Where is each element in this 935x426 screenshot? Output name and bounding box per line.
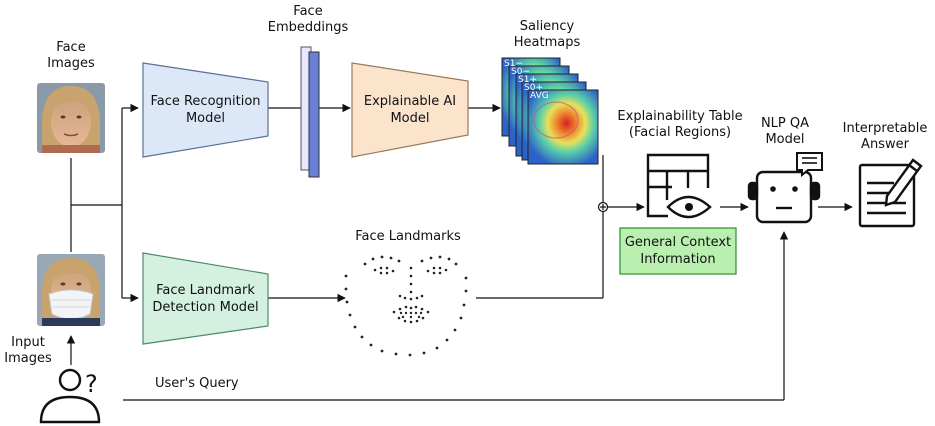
input-images-label-line: Input <box>11 335 45 350</box>
explainable-ai-model-line: Explainable AI <box>363 94 457 109</box>
face-recognition-model-block <box>142 62 269 158</box>
general-context-information-line: Information <box>640 252 716 267</box>
heatmap-label: S1+ <box>518 75 537 85</box>
face-embeddings-label: Face Embeddings <box>258 4 358 36</box>
input-images-label: Input Images <box>0 335 56 367</box>
masked-face-photo <box>37 254 105 326</box>
heatmap-label: S0− <box>511 67 530 77</box>
face-landmark-detection-model-text: Face Landmark Detection Model <box>143 279 268 319</box>
heatmap-label: AVG <box>530 91 549 101</box>
face-images-label: Face Images <box>40 40 102 72</box>
robot-chat-icon <box>747 152 823 224</box>
document-pencil-icon <box>858 158 923 228</box>
heatmap-label: S0+ <box>524 83 543 93</box>
table-eye-icon <box>646 153 712 219</box>
face-landmark-detection-model-line: Face Landmark <box>156 283 255 298</box>
users-query-label: User's Query <box>155 376 239 391</box>
general-context-information-block <box>619 227 737 275</box>
face-embeddings-label-line: Embeddings <box>267 20 349 35</box>
question-mark-glyph: ? <box>85 370 98 398</box>
face-image-photo <box>37 83 105 153</box>
face-landmark-detection-model-line: Detection Model <box>152 300 259 315</box>
explainability-table-label-line: (Facial Regions) <box>628 125 732 140</box>
interpretable-answer-label-line: Answer <box>861 137 909 152</box>
connectors <box>66 103 853 401</box>
nlp-qa-model-label-line: NLP QA <box>760 116 810 131</box>
face-recognition-model-line: Model <box>185 111 226 126</box>
user-query-icon <box>39 368 101 424</box>
face-recognition-model-text: Face Recognition Model <box>143 90 268 130</box>
input-images-label-line: Images <box>4 351 52 366</box>
saliency-heatmaps-label-line: Heatmaps <box>513 35 581 50</box>
nlp-qa-model-label-line: Model <box>765 132 805 147</box>
face-embeddings-label-line: Face <box>293 4 323 19</box>
heatmap-layer <box>527 89 599 165</box>
saliency-heatmaps-label-line: Saliency <box>519 19 575 34</box>
saliency-heatmaps-label: Saliency Heatmaps <box>502 19 592 51</box>
interpretable-answer-label-line: Interpretable <box>842 121 928 136</box>
explainable-ai-model-text: Explainable AI Model <box>352 90 468 130</box>
explainability-table-label: Explainability Table (Facial Regions) <box>610 109 750 141</box>
face-images-label-line: Images <box>47 56 95 71</box>
face-recognition-model-line: Face Recognition <box>150 94 261 109</box>
face-embeddings-icon <box>300 46 320 178</box>
face-images-label-line: Face <box>56 40 86 55</box>
interpretable-answer-label: Interpretable Answer <box>836 121 934 153</box>
face-landmarks-dots <box>344 255 468 357</box>
general-context-information-line: General Context <box>624 235 732 250</box>
explainable-ai-model-line: Model <box>390 111 430 126</box>
face-landmark-detection-model-block <box>142 252 269 345</box>
explainable-ai-model-block <box>351 62 469 158</box>
explainability-table-label-line: Explainability Table <box>617 109 743 124</box>
saliency-heatmaps-stack: S1− S0− S1+ S0+ AVG <box>501 57 599 165</box>
heatmap-label: S1− <box>504 59 523 69</box>
general-context-information-text: General Context Information <box>620 229 736 273</box>
nlp-qa-model-label: NLP QA Model <box>752 116 818 148</box>
face-landmarks-label: Face Landmarks <box>355 229 461 244</box>
